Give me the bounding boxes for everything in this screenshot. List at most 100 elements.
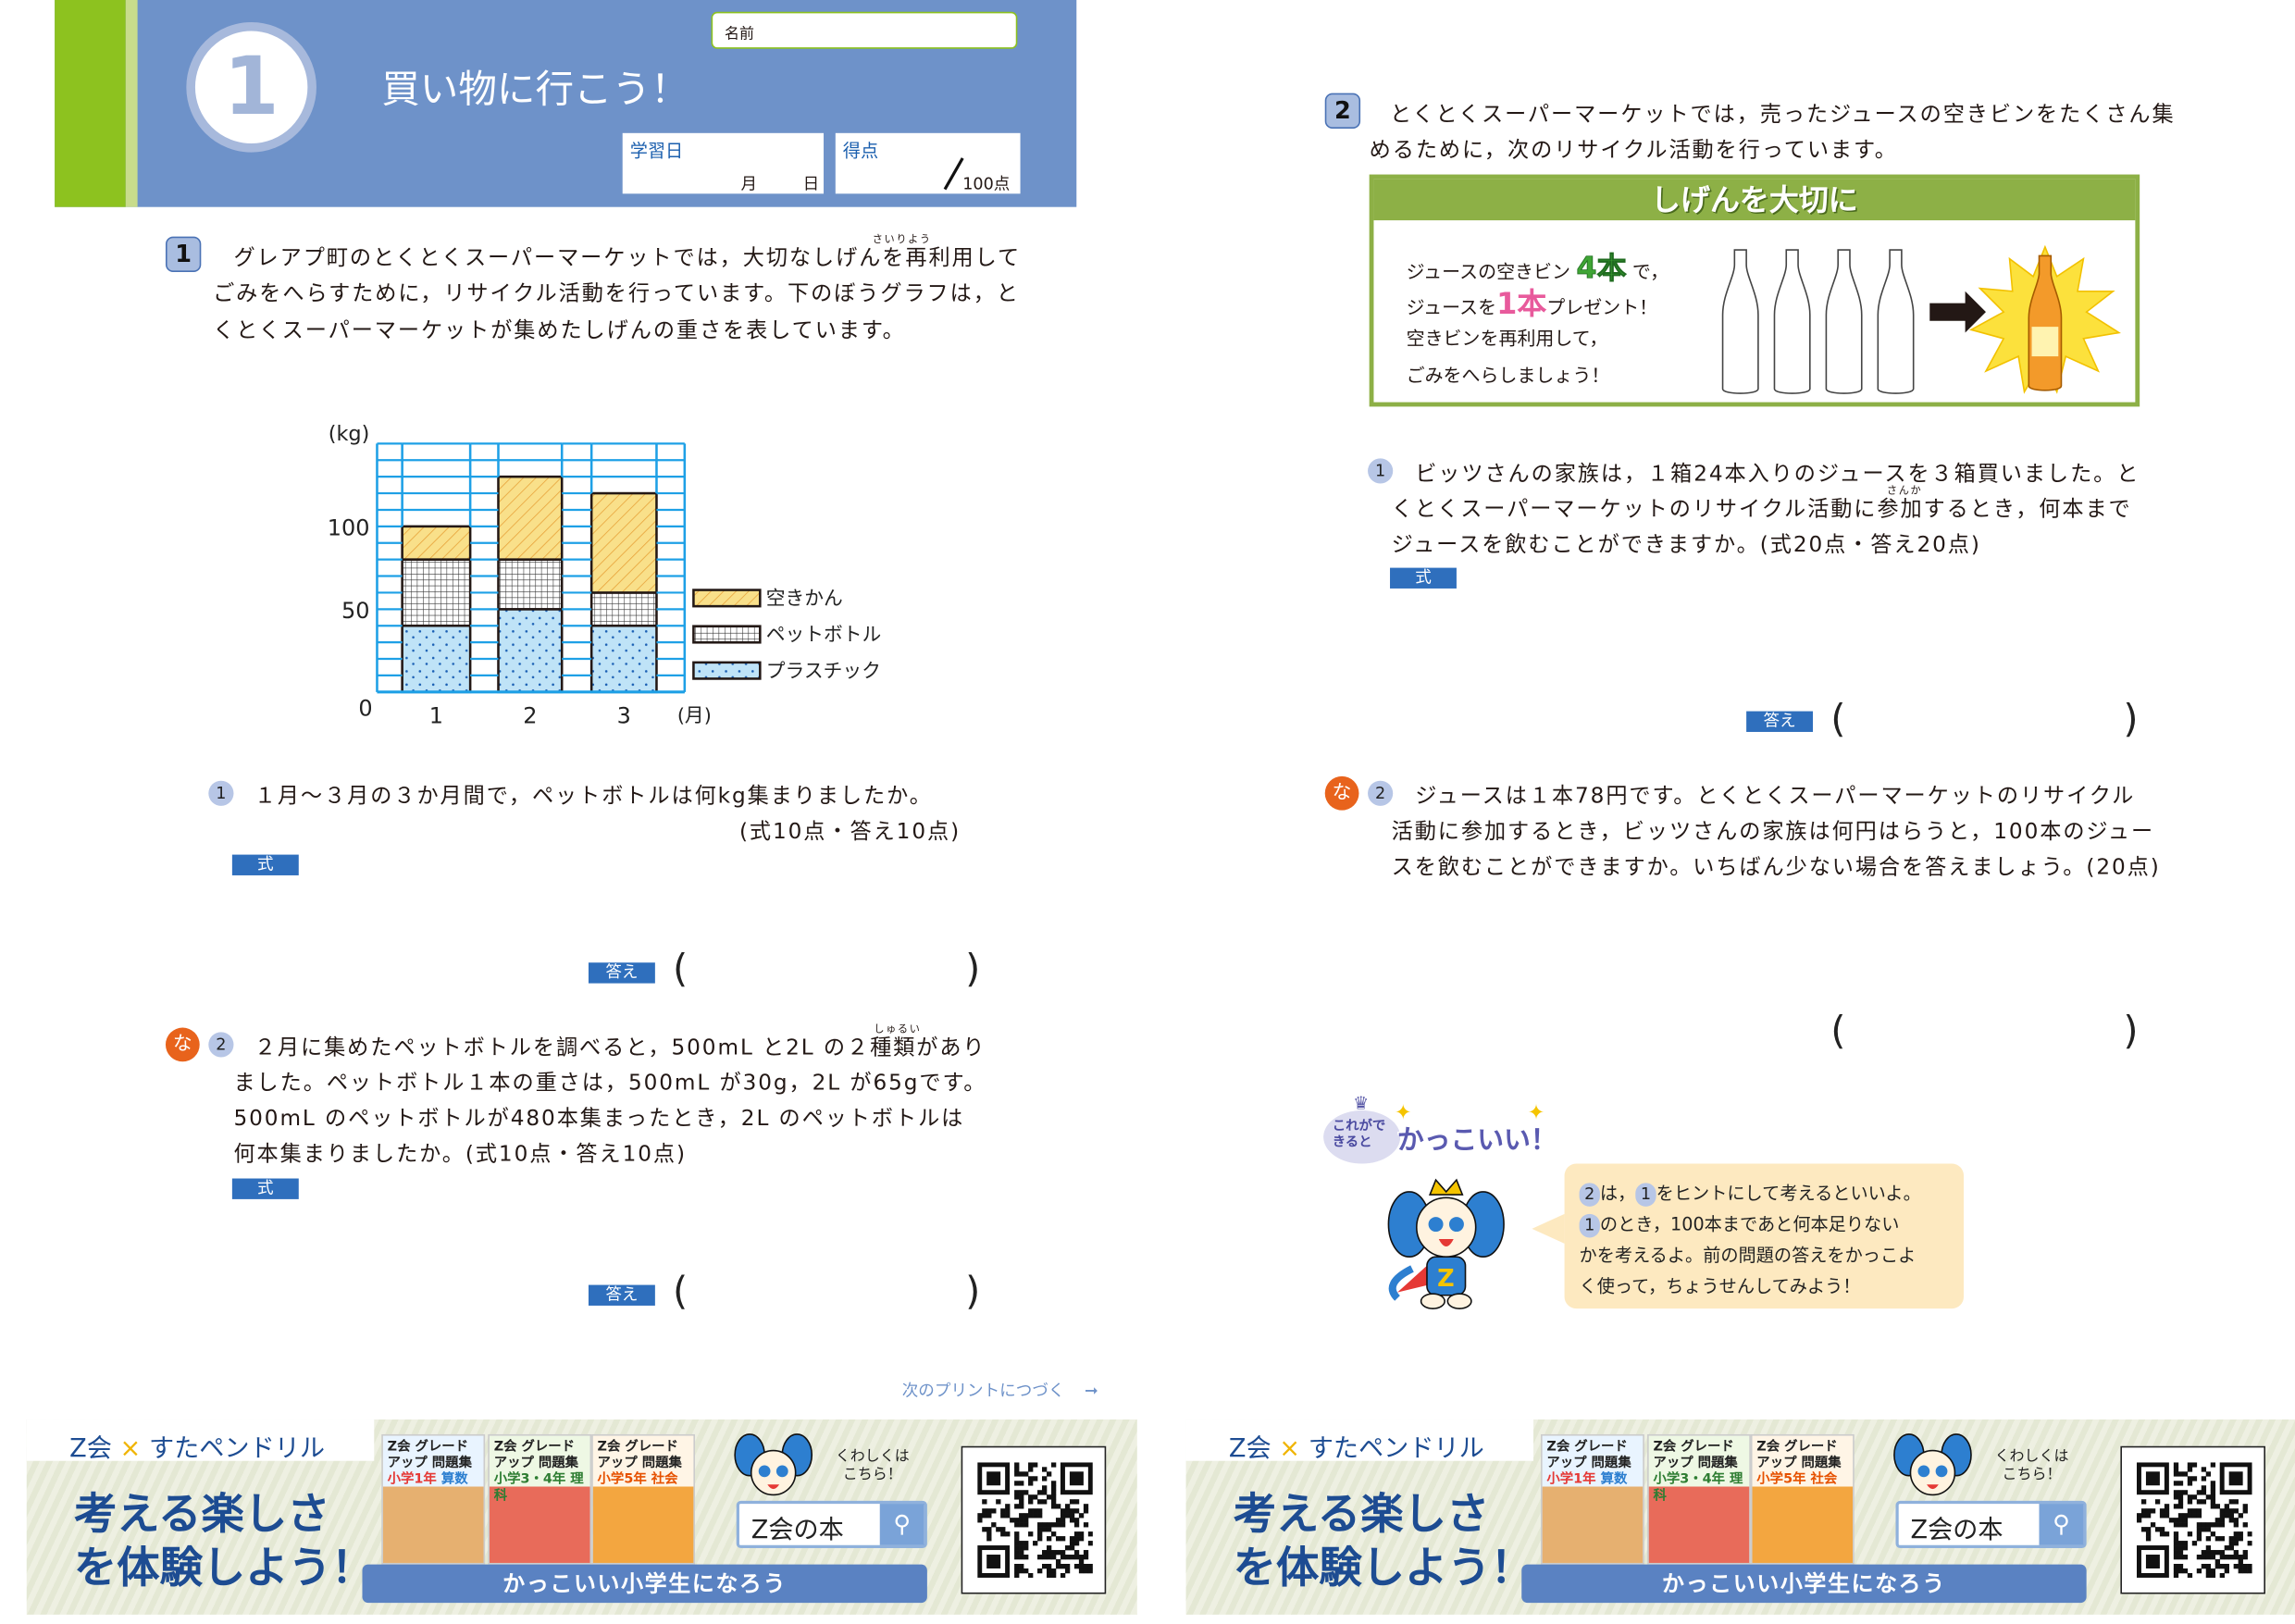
question-2-badge: 2 xyxy=(1324,93,1361,130)
qr-code[interactable] xyxy=(2120,1445,2265,1594)
question-1-text-line3: くとくスーパーマーケットが集めたしげんの重さを表しています。 xyxy=(213,319,906,343)
sub-question-2-line2: 活動に参加するとき，ビッツさんの家族は何円はらうと，100本のジュー xyxy=(1391,820,2155,845)
book-grade: 小学1年 xyxy=(387,1472,437,1488)
book-cover[interactable]: Z会 グレードアップ 問題集小学3・4年 理科 xyxy=(1647,1433,1751,1565)
book-cover[interactable]: Z会 グレードアップ 問題集小学5年 社会 xyxy=(1750,1433,1855,1565)
mascot-head-icon xyxy=(734,1433,813,1496)
x-axis-label: (月) xyxy=(677,704,712,726)
bar-ペットボトル-month-3 xyxy=(589,591,658,627)
thumbs-up-icon: な xyxy=(1324,775,1359,811)
logo-big-text: かっこいい！ xyxy=(1397,1125,1557,1157)
close-paren: ) xyxy=(2123,698,2139,743)
answer-field[interactable]: ( ) xyxy=(1830,700,2138,745)
book-subject: 理科 xyxy=(493,1472,584,1505)
search-icon[interactable]: ⚲ xyxy=(2039,1504,2084,1545)
hint-badge-1: 1 xyxy=(1579,1213,1600,1238)
ad-banner-left[interactable]: Z会 × すたペンドリル 考える楽しさを体験しよう！ Z会 グレードアップ 問題… xyxy=(26,1419,1137,1615)
legend-swatch xyxy=(692,625,762,644)
x-tick-label: 2 xyxy=(523,702,537,728)
book-title: Z会 グレードアップ 問題集 xyxy=(1653,1440,1738,1471)
sub-question-2-line3: スを飲むことができますか。いちばん少ない場合を答えましょう。(20点) xyxy=(1391,856,2161,880)
banner-brand: Z会 × すたペンドリル xyxy=(69,1427,325,1464)
sub-question-1-line2: くとくスーパーマーケットのリサイクル活動に参加するとき，何本まで xyxy=(1391,498,2132,523)
book-cover[interactable]: Z会 グレードアップ 問題集小学5年 社会 xyxy=(591,1433,696,1565)
legend-label: 空きかん xyxy=(766,588,843,610)
campaign-text: で， xyxy=(1631,260,1669,283)
hint-line: く使って，ちょうせんしてみよう！ xyxy=(1579,1275,1861,1297)
bar-プラスチック-month-1 xyxy=(401,624,472,694)
qr-code[interactable] xyxy=(961,1445,1107,1594)
search-box[interactable]: Z会の本⚲ xyxy=(1895,1500,2087,1549)
book-cover[interactable]: Z会 グレードアップ 問題集小学1年 算数 xyxy=(1541,1433,1644,1565)
book-subject: 算数 xyxy=(440,1472,468,1488)
x-tick-label: 3 xyxy=(617,702,631,728)
ruby-shurui: しゅるい xyxy=(874,1023,922,1035)
banner-copy: 考える楽しさを体験しよう！ xyxy=(1234,1487,1533,1593)
sub-question-1-points: (式10点・答え10点) xyxy=(738,820,961,845)
book-cover[interactable]: Z会 グレードアップ 問題集小学1年 算数 xyxy=(381,1433,486,1565)
name-label: 名前 xyxy=(724,26,754,43)
answer-field[interactable]: ( ) xyxy=(1830,1013,2138,1058)
ad-banner-right[interactable]: Z会 × すたペンドリル 考える楽しさを体験しよう！ Z会 グレードアップ 問題… xyxy=(1185,1419,2295,1615)
score-slash-icon xyxy=(943,157,964,191)
book-cover[interactable]: Z会 グレードアップ 問題集小学3・4年 理科 xyxy=(488,1433,592,1565)
empty-bottle-icon xyxy=(1773,249,1811,394)
score-field[interactable]: 得点 100点 xyxy=(835,132,1021,194)
day-label: 日 xyxy=(802,174,820,194)
logo-small-text: これができると xyxy=(1332,1119,1386,1151)
book-title: Z会 グレードアップ 問題集 xyxy=(597,1440,682,1471)
next-print-link[interactable]: 次のプリントにつづく ➞ xyxy=(902,1378,1098,1402)
search-box[interactable]: Z会の本 ⚲ xyxy=(736,1500,927,1549)
formula-label: 式 xyxy=(231,1178,299,1199)
empty-bottle-icon xyxy=(1877,249,1915,394)
question-2-text-line2: めるために，次のリサイクル活動を行っています。 xyxy=(1369,139,1898,163)
book-subject: 社会 xyxy=(651,1472,678,1488)
name-field[interactable]: 名前 xyxy=(711,11,1018,49)
arrow-right-icon: ➞ xyxy=(1085,1381,1098,1401)
month-label: 月 xyxy=(740,174,758,194)
campaign-text: ジュースを xyxy=(1406,295,1497,318)
sub-question-2-line2: ました。ペットボトル１本の重さは，500mL が30g，2L が65gです。 xyxy=(233,1072,987,1097)
sub-question-2-line1: ２月に集めたペットボトルを調べると，500mL と2L の２種類があり xyxy=(254,1036,986,1060)
four-bottles-badge: 4本 xyxy=(1576,250,1627,286)
answer-label: 答え xyxy=(1746,711,1814,732)
brand-cross: × xyxy=(1279,1433,1301,1464)
sub-question-1-line3: ジュースを飲むことができますか。(式20点・答え20点) xyxy=(1391,533,1981,558)
open-paren: ( xyxy=(1830,1010,1846,1055)
more-info-text: くわしくは こちら！ xyxy=(835,1448,910,1483)
mascot-head-icon xyxy=(1893,1433,1972,1496)
question-1-badge: 1 xyxy=(165,236,202,273)
sparkle-icon: ✦ xyxy=(1394,1101,1412,1126)
y-tick-label: 50 xyxy=(341,598,369,624)
score-label: 得点 xyxy=(842,140,879,162)
open-paren: ( xyxy=(673,1270,688,1315)
close-paren: ) xyxy=(965,1270,981,1315)
book-grade: 小学1年 xyxy=(1546,1472,1596,1488)
close-paren: ) xyxy=(2123,1010,2139,1055)
ruby-sairiyou: さいりよう xyxy=(872,233,932,246)
slogan-bar[interactable]: かっこいい小学生になろう xyxy=(362,1564,927,1604)
legend-swatch xyxy=(692,661,762,680)
search-icon[interactable]: ⚲ xyxy=(879,1504,924,1545)
book-subject: 社会 xyxy=(1810,1472,1838,1488)
book-title: Z会 グレードアップ 問題集 xyxy=(1756,1440,1842,1471)
recycle-campaign-box: しげんを大切に ジュースの空きビン 4本 で， ジュースを1本プレゼント！ 空き… xyxy=(1369,174,2140,407)
sub-question-1-badge: 1 xyxy=(1368,458,1394,484)
bar-空きかん-month-3 xyxy=(589,491,658,594)
bar-空きかん-month-2 xyxy=(497,475,564,561)
search-query: Z会の本 xyxy=(751,1515,844,1545)
crown-icon: ♛ xyxy=(1353,1092,1370,1114)
brand-cross: × xyxy=(119,1433,142,1464)
open-paren: ( xyxy=(1830,698,1846,743)
answer-field[interactable]: ( ) xyxy=(673,1273,980,1318)
banner-brand: Z会 × すたペンドリル xyxy=(1229,1427,1484,1464)
empty-bottle-icon xyxy=(1721,249,1759,394)
answer-field[interactable]: ( ) xyxy=(673,950,980,995)
sub-question-2-badge: 2 xyxy=(208,1032,234,1058)
campaign-line4: ごみをへらしましょう！ xyxy=(1406,364,1610,387)
sparkle-icon: ✦ xyxy=(1527,1101,1545,1126)
study-date-field[interactable]: 学習日 月 日 xyxy=(622,132,825,194)
hint-line: のとき，100本まであと何本足りない xyxy=(1599,1213,1900,1235)
slogan-bar[interactable]: かっこいい小学生になろう xyxy=(1521,1564,2087,1604)
